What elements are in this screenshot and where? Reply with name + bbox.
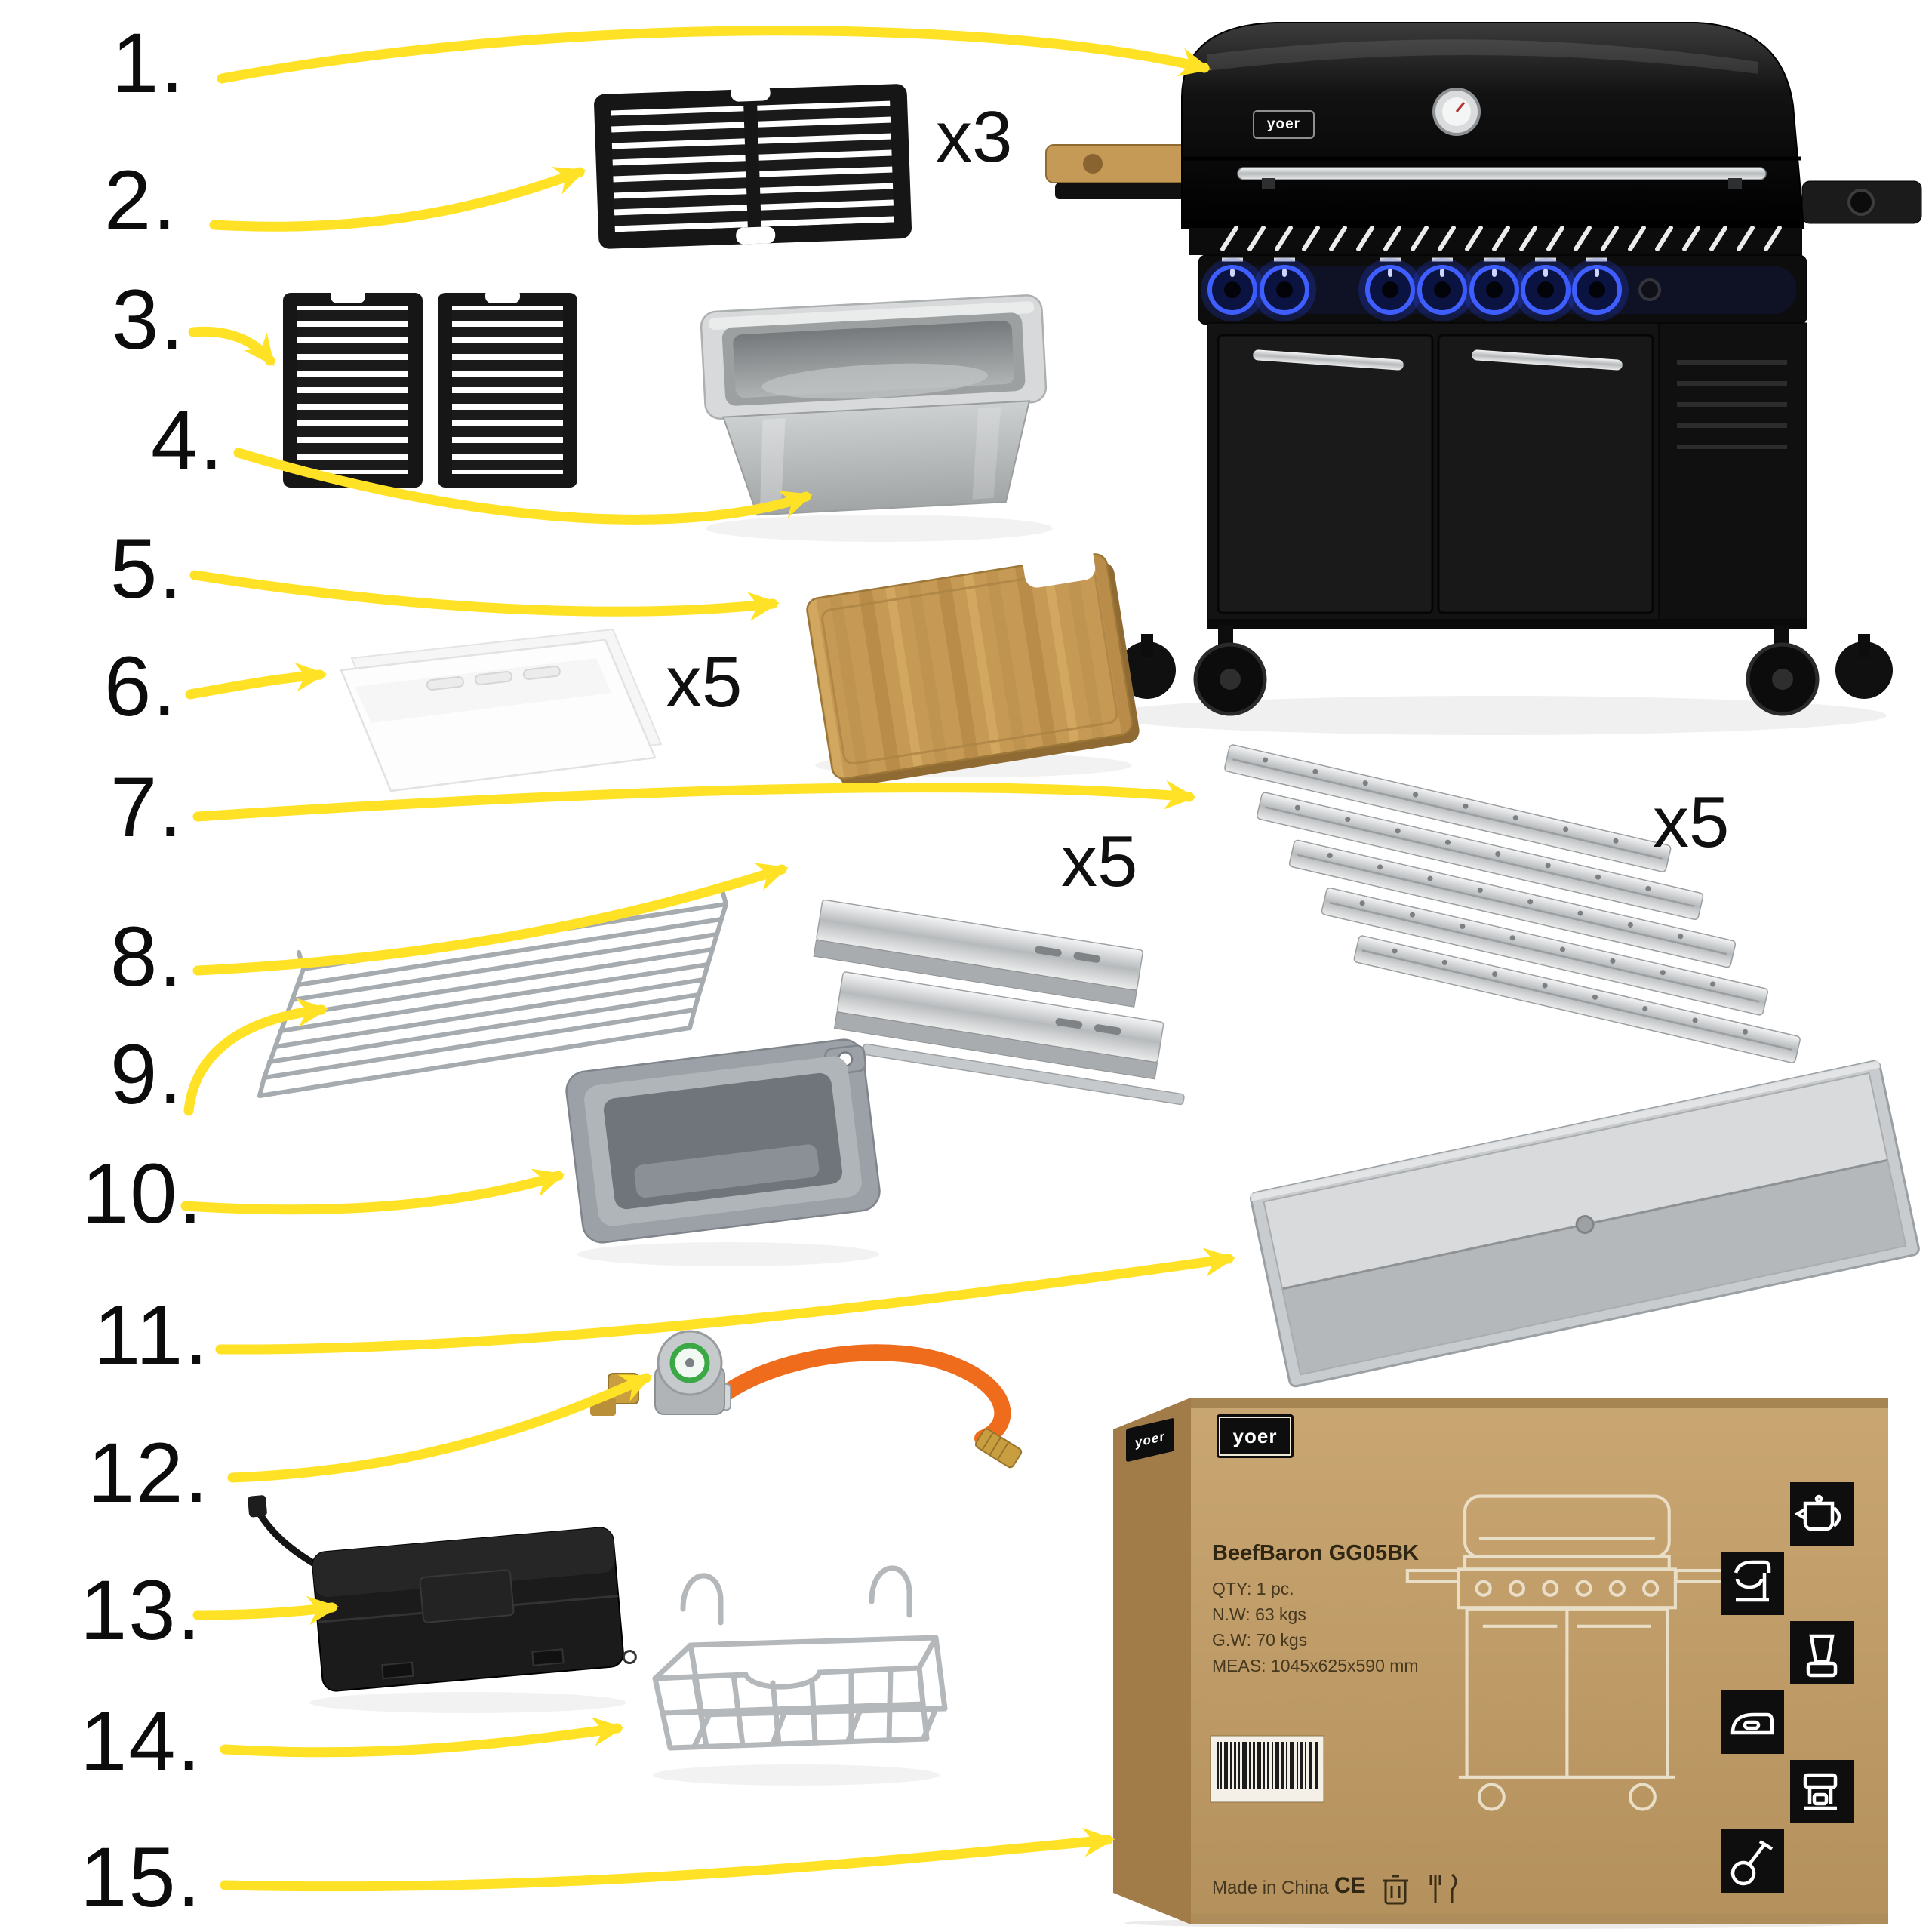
grill-shadow xyxy=(1102,696,1887,735)
callout-arrows xyxy=(180,26,1236,1892)
heat-plates-illustration xyxy=(813,899,1185,1106)
hose-end-fitting xyxy=(974,1428,1023,1469)
cart-door-right xyxy=(1437,334,1654,614)
arrow-1 xyxy=(217,26,1211,84)
arrow-9 xyxy=(183,998,329,1116)
vacuum-icon xyxy=(1730,1840,1774,1886)
certification-icons xyxy=(1383,1873,1457,1905)
grill-mats-illustration xyxy=(340,628,663,792)
cup-holder xyxy=(1847,189,1875,216)
box-grill-lineart xyxy=(1405,1494,1729,1811)
gas-regulator-illustration xyxy=(590,1330,1023,1469)
arrow-14 xyxy=(220,1717,625,1758)
pan-shadow xyxy=(706,515,1053,542)
flame-tamers-illustration xyxy=(1224,744,1801,1063)
arrow-11 xyxy=(215,1247,1236,1355)
bamboo-board-illustration xyxy=(806,543,1140,787)
cast-grate-large-illustration xyxy=(283,288,577,488)
arrow-4 xyxy=(233,448,813,525)
arrow-5 xyxy=(189,570,780,621)
wire-connector xyxy=(248,1495,267,1518)
arrow-3 xyxy=(188,326,275,367)
arrow-13 xyxy=(192,1595,340,1626)
stainless-pan-illustration xyxy=(700,294,1048,516)
battery-box-shadow xyxy=(309,1692,626,1713)
thermometer xyxy=(1432,88,1481,136)
grill-illustration xyxy=(1045,22,1922,735)
box-appliance-icons xyxy=(1721,1482,1854,1893)
arrow-6 xyxy=(185,662,328,700)
cabinet-vents xyxy=(1677,360,1787,449)
carton-box-illustration xyxy=(1113,1398,1888,1929)
arrow-2 xyxy=(209,167,586,232)
door-handle xyxy=(1253,349,1404,371)
cup-hole xyxy=(1083,154,1103,174)
basket-shadow xyxy=(653,1764,940,1786)
espresso-icon xyxy=(1803,1773,1838,1810)
mixer-icon xyxy=(1734,1560,1771,1602)
arrow-10 xyxy=(180,1168,565,1215)
hood-sheen xyxy=(1208,39,1758,74)
grill-left-shelf xyxy=(1045,144,1195,183)
arrow-8 xyxy=(192,863,789,976)
side-cabinet xyxy=(1658,322,1807,626)
drip-pan-shadow xyxy=(577,1242,879,1266)
door-handle xyxy=(1472,349,1623,371)
food-safe-icon xyxy=(1429,1873,1457,1903)
box-bottom-crease xyxy=(1191,1914,1888,1924)
large-drip-tray-illustration xyxy=(1249,1060,1920,1388)
gas-hose xyxy=(713,1344,1011,1447)
arrow-12 xyxy=(227,1373,653,1483)
hood-handle xyxy=(1237,167,1767,180)
cast-grate-small-illustration xyxy=(594,84,912,249)
arrow-7 xyxy=(192,780,1197,822)
handle-post xyxy=(1728,178,1742,189)
kettle-icon xyxy=(1794,1494,1841,1531)
blender-icon xyxy=(1806,1634,1838,1678)
ignition-button xyxy=(1638,278,1661,301)
box-side-face xyxy=(1113,1398,1191,1924)
barcode xyxy=(1210,1735,1324,1803)
cart-base xyxy=(1208,619,1807,629)
grill-left-shelf-support xyxy=(1055,183,1185,199)
drip-pan-illustration xyxy=(565,1038,881,1244)
wire-basket-illustration xyxy=(652,1565,948,1751)
regulator-dot xyxy=(685,1358,694,1367)
battery-box-illustration xyxy=(248,1495,637,1692)
box-top-crease xyxy=(1191,1398,1888,1408)
wheels xyxy=(1118,625,1893,716)
iron-icon xyxy=(1730,1712,1774,1735)
arrow-15 xyxy=(220,1827,1115,1892)
vent-slashes xyxy=(1220,226,1782,251)
trash-bin-icon xyxy=(1383,1875,1408,1905)
cart-door-left xyxy=(1217,334,1434,614)
burner-knobs xyxy=(1201,258,1661,321)
handle-post xyxy=(1262,178,1275,189)
